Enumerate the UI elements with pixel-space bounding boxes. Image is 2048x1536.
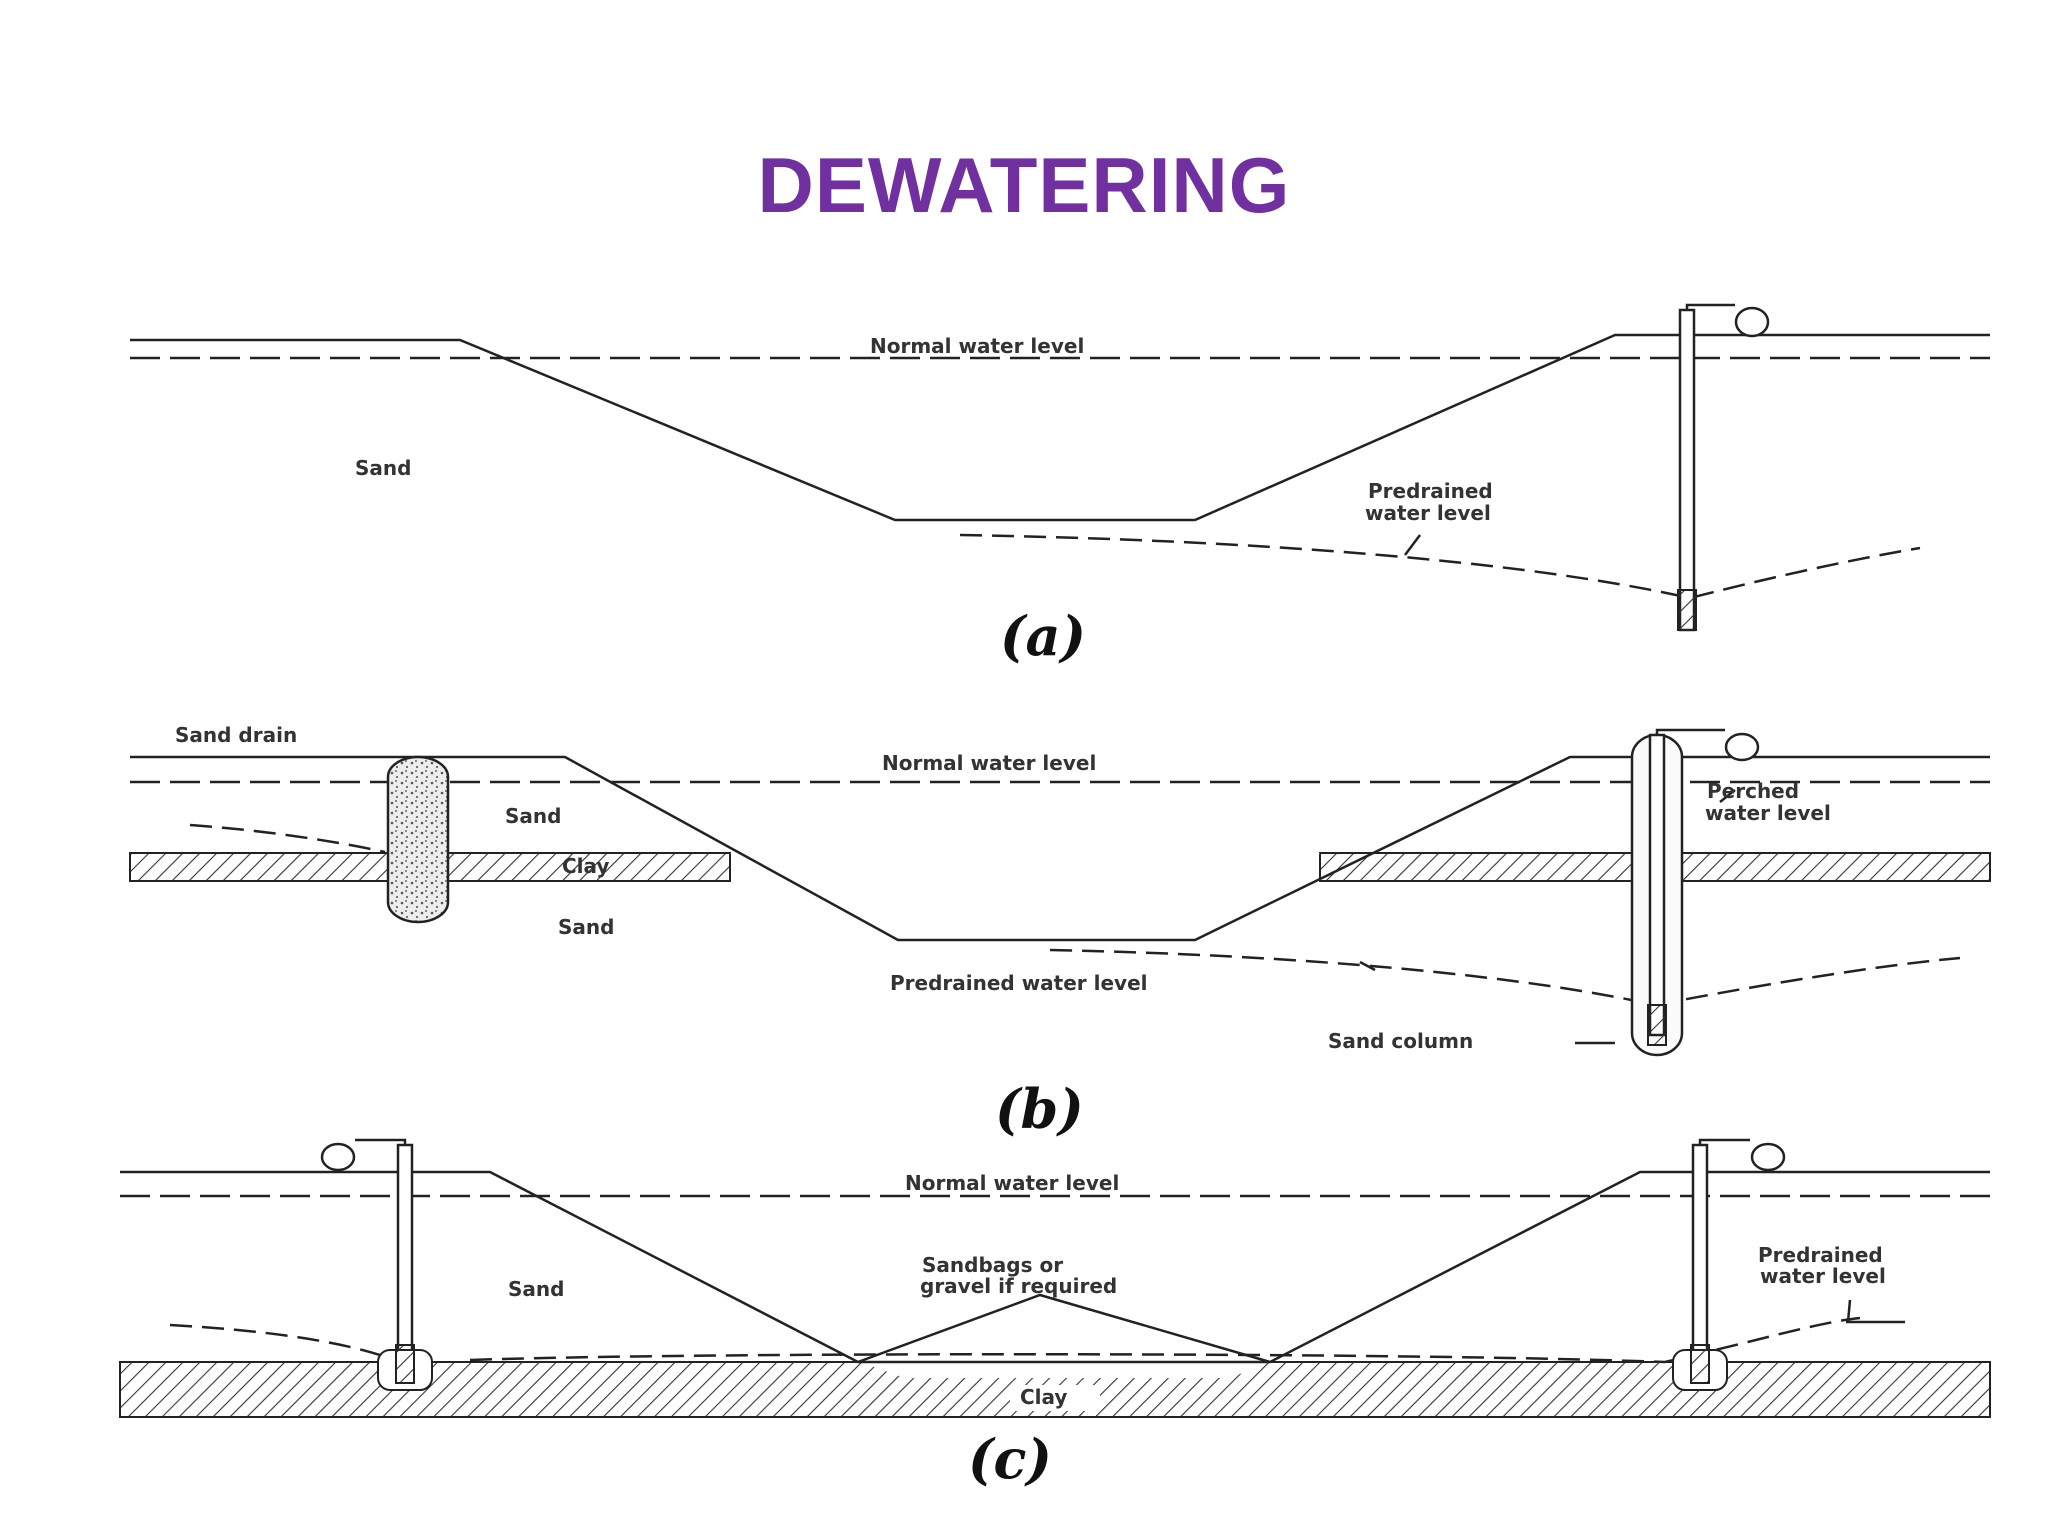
clay-label-c: Clay (1020, 1385, 1067, 1409)
wellpoint-pump-c-right (1672, 1138, 1786, 1391)
normal-water-level-label-c: Normal water level (905, 1171, 1119, 1195)
sandbags-label-c-2: gravel if required (920, 1274, 1117, 1298)
sand-label-a: Sand (355, 456, 411, 480)
predrained-water-level-curve-a (959, 533, 1921, 600)
sandbags-label-c-1: Sandbags or (922, 1253, 1063, 1277)
wellpoint-pump-a (1677, 303, 1770, 632)
perched-water-level-curve-b (189, 823, 386, 854)
predrained-water-level-curve-c (169, 1316, 1861, 1364)
panel-a: Normal water level Sand Predrained water… (130, 303, 1990, 668)
sand-label-c: Sand (508, 1277, 564, 1301)
pointer-arrow-a (1404, 534, 1421, 556)
sand-column-label-b: Sand column (1328, 1029, 1473, 1053)
page-title: DEWATERING (757, 141, 1291, 229)
wellpoint-pump-c-left (320, 1138, 433, 1391)
sand-column-well-b (1630, 728, 1760, 1057)
predrained-label-a-2: water level (1365, 501, 1491, 525)
normal-water-level-label-a: Normal water level (870, 334, 1084, 358)
normal-water-level-label-b: Normal water level (882, 751, 1096, 775)
sand-drain-label-b: Sand drain (175, 723, 297, 747)
predrained-label-a-1: Predrained (1368, 479, 1493, 503)
predrained-label-c-2: water level (1760, 1264, 1886, 1288)
perched-label-b-2: water level (1705, 801, 1831, 825)
predrained-label-c-1: Predrained (1758, 1243, 1883, 1267)
caption-c: (c) (968, 1427, 1052, 1491)
predrained-label-b: Predrained water level (890, 971, 1148, 995)
clay-label-b: Clay (562, 854, 609, 878)
excavation-bottom-c (860, 1362, 1270, 1378)
predrained-water-level-curve-b (1049, 948, 1961, 1007)
caption-b: (b) (995, 1077, 1084, 1141)
panel-b: Sand drain Normal water level Sand Clay … (129, 723, 1991, 1141)
sand-upper-label-b: Sand (505, 804, 561, 828)
sandbag-mound-c (857, 1293, 1271, 1364)
panel-c: Normal water level Sand Sandbags or grav… (119, 1138, 1991, 1491)
perched-label-b-1: Perched (1707, 779, 1799, 803)
sand-lower-label-b: Sand (558, 915, 614, 939)
sand-drain-b (386, 755, 450, 924)
ground-surface-a (130, 333, 1990, 522)
caption-a: (a) (1000, 604, 1086, 668)
